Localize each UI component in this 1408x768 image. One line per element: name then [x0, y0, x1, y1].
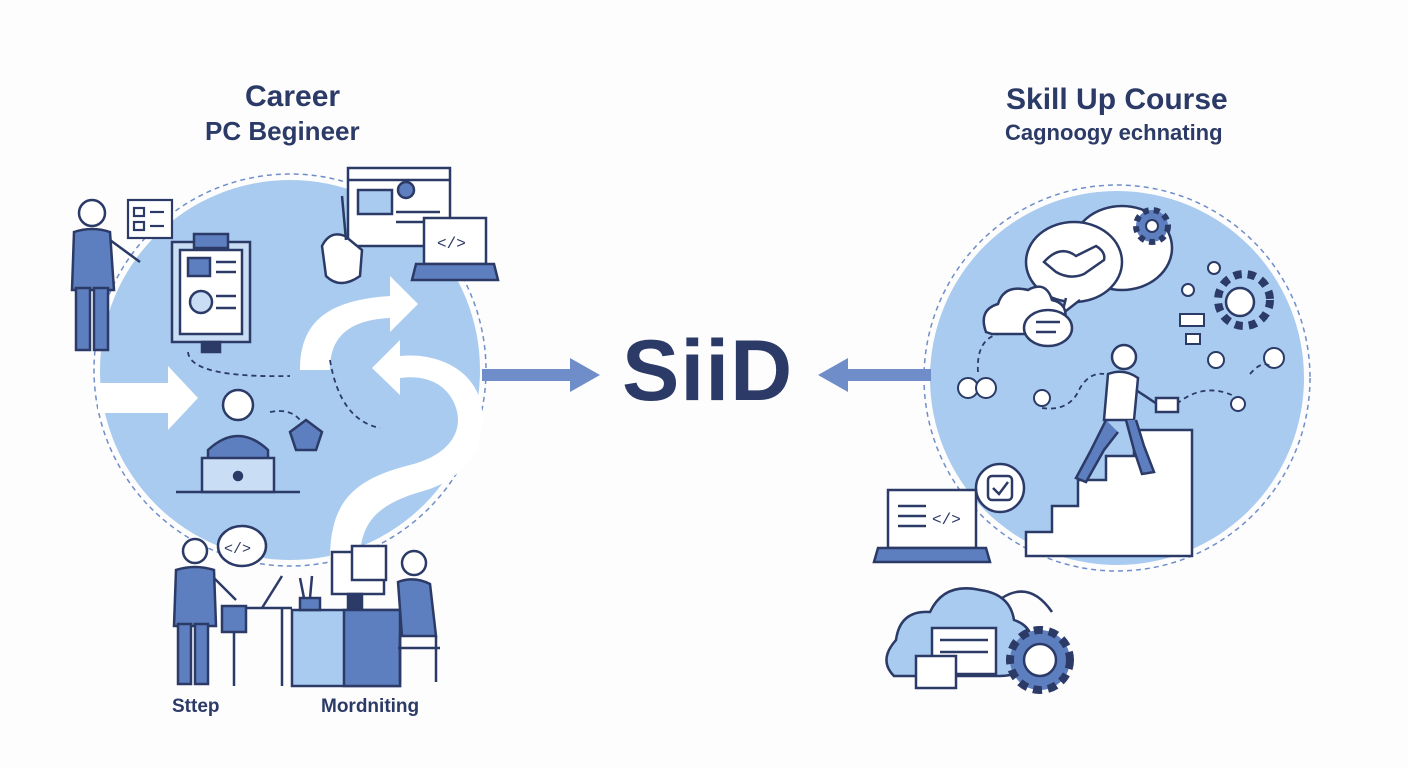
svg-text:</>: </> — [437, 235, 466, 253]
left-section-subtitle: PC Begineer — [205, 116, 360, 146]
left-section-title: Career — [245, 80, 341, 113]
right-laptop-code-icon: </> — [872, 488, 992, 564]
arrow-left-to-center — [482, 358, 600, 392]
checkmark-icon — [974, 462, 1026, 514]
arrow-right-to-center — [818, 358, 931, 392]
note-card-icon — [126, 198, 174, 240]
label-step: Sttep — [172, 696, 220, 717]
label-mordniting: Mordniting — [321, 696, 420, 717]
stair-climber-icon — [1074, 343, 1180, 484]
pentagon-icon — [288, 418, 324, 452]
right-section-subtitle: Cagnoogy echnating — [1005, 120, 1223, 145]
person-laptop-icon — [176, 388, 300, 494]
dashed-paths — [187, 351, 381, 429]
gear-hub — [1145, 219, 1159, 233]
desk-worker-icon — [220, 544, 440, 688]
svg-text:</>: </> — [224, 541, 251, 558]
flow-arrows — [98, 276, 483, 560]
right-dashed-paths — [976, 333, 1271, 411]
center-logo: SiiD — [622, 323, 794, 419]
svg-text:</>: </> — [932, 511, 961, 529]
clipboard-icon — [170, 232, 252, 354]
code-bubble-icon: </> — [216, 524, 268, 568]
right-section-title: Skill Up Course — [1006, 83, 1228, 116]
person-icon — [70, 198, 141, 352]
small-nodes — [957, 261, 1285, 412]
standing-person-icon — [172, 537, 237, 686]
hand-pencil-icon — [320, 195, 364, 285]
big-gear-icon — [1214, 270, 1274, 330]
laptop-code-icon: </> — [410, 216, 500, 282]
cloud-gear-icon — [885, 587, 1074, 694]
chat-icon — [1022, 308, 1074, 348]
